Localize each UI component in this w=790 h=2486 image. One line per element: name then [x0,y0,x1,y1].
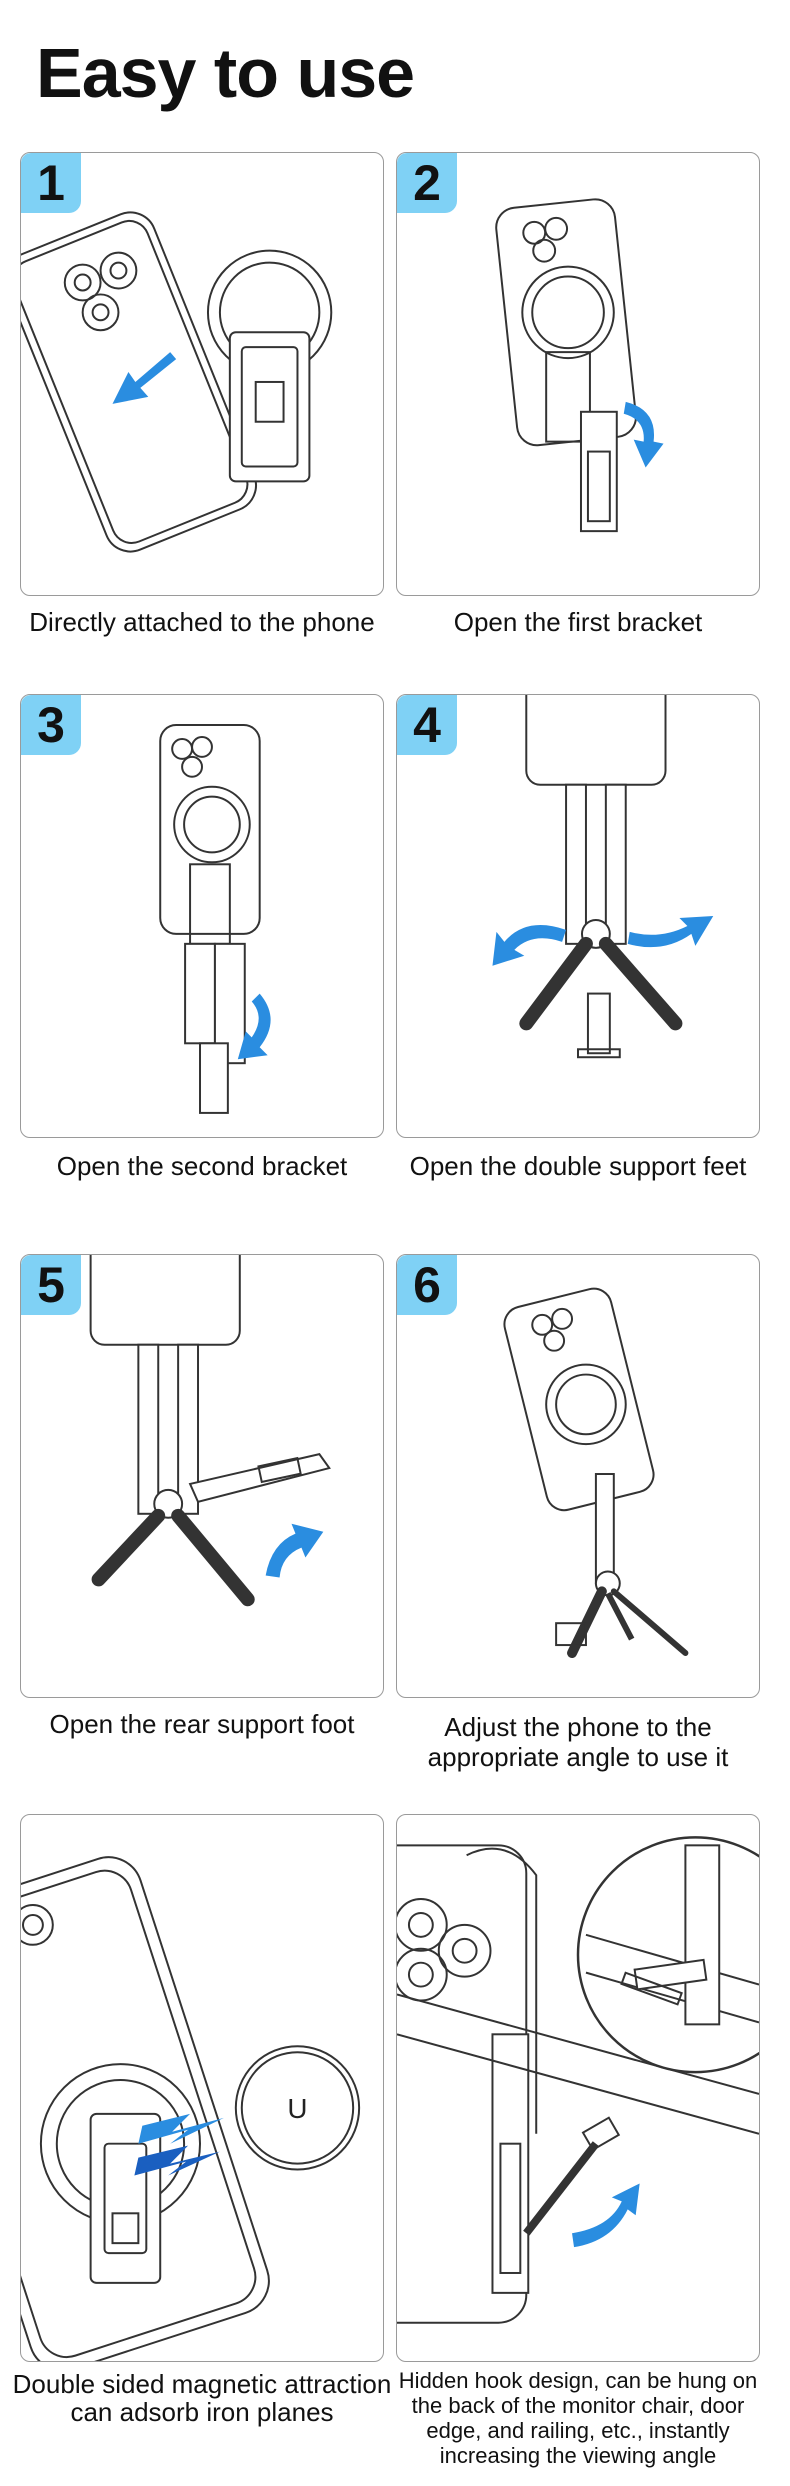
step-5-illustration: 5 [20,1254,384,1698]
adjusted-angle-drawing [503,1287,689,1658]
rotate-arrow-icon [237,993,271,1060]
magnetic-plate-letter: U [287,2093,307,2124]
step-4-caption: Open the double support feet [409,1151,747,1181]
step-6-badge: 6 [397,1255,457,1315]
step-3-badge: 3 [21,695,81,755]
magnetic-drawing: U [21,1856,361,2361]
first-bracket-drawing [495,198,664,533]
hook-caption: Hidden hook design, can be hung on the b… [398,2368,758,2468]
phone-attach-drawing [21,211,333,553]
hook-drawing [397,1836,759,2324]
second-bracket-drawing [159,724,271,1114]
step-6-caption: Adjust the phone to the appropriate angl… [427,1712,729,1772]
magnet-wave-icon [138,2113,224,2144]
spread-left-arrow-icon [492,925,567,966]
magnet-wave-icon [134,2145,220,2176]
step-1-illustration: 1 [20,152,384,596]
attach-arrow-icon [112,352,177,404]
hook-arrow-icon [572,2183,640,2248]
magnetic-caption: Double sided magnetic attraction can ads… [12,2369,392,2427]
support-feet-drawing [492,695,714,1059]
step-3-caption: Open the second bracket [56,1151,348,1181]
step-1-badge: 1 [21,153,81,213]
hook-illustration [396,1814,760,2362]
spread-right-arrow-icon [627,916,714,948]
page-title: Easy to use [36,34,415,112]
step-5-caption: Open the rear support foot [49,1709,355,1739]
step-2-illustration: 2 [396,152,760,596]
magnetic-illustration: U [20,1814,384,2362]
step-1-caption: Directly attached to the phone [29,607,375,637]
rotate-arrow-icon [623,401,664,468]
step-4-badge: 4 [397,695,457,755]
step-5-badge: 5 [21,1255,81,1315]
step-4-illustration: 4 [396,694,760,1138]
step-2-badge: 2 [397,153,457,213]
step-2-caption: Open the first bracket [453,607,703,637]
rear-foot-drawing [89,1255,331,1607]
step-3-illustration: 3 [20,694,384,1138]
step-6-illustration: 6 [396,1254,760,1698]
lift-arrow-icon [265,1523,324,1578]
